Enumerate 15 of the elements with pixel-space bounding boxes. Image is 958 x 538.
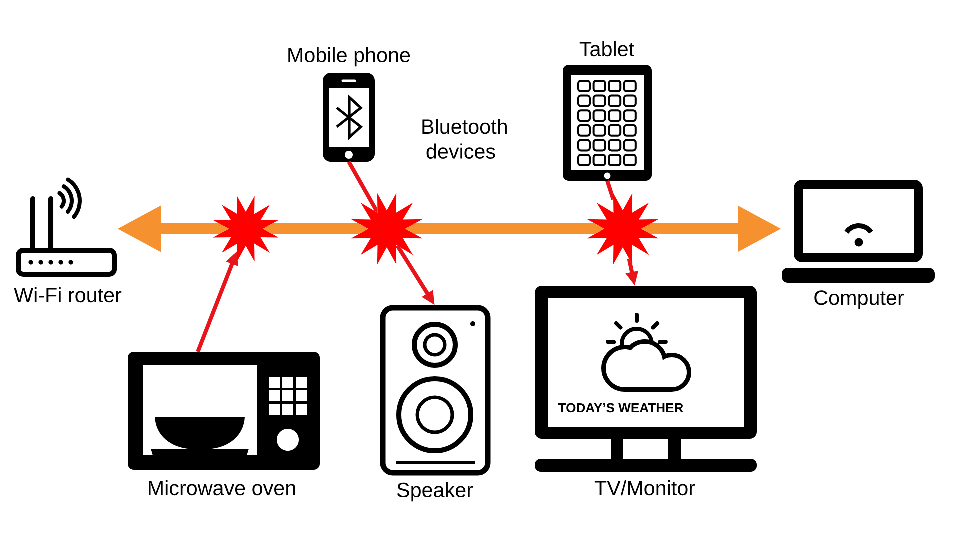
connector-line [606, 180, 616, 200]
connector-line [347, 161, 380, 214]
starburst [351, 193, 423, 265]
starburst [213, 196, 279, 262]
device-label: TV/Monitor [594, 480, 696, 496]
annotation: Bluetooth devices [422, 119, 507, 159]
device-label: Microwave oven [149, 480, 296, 496]
connector-line [406, 224, 604, 234]
device-label: Wi-Fi router [14, 287, 122, 303]
device-label: Mobile phone [288, 47, 410, 67]
device-label: Tablet [580, 41, 634, 57]
device-label: Speaker [397, 482, 474, 502]
connector-line [263, 224, 368, 234]
starburst [587, 193, 659, 265]
device-label: Computer [814, 290, 904, 310]
